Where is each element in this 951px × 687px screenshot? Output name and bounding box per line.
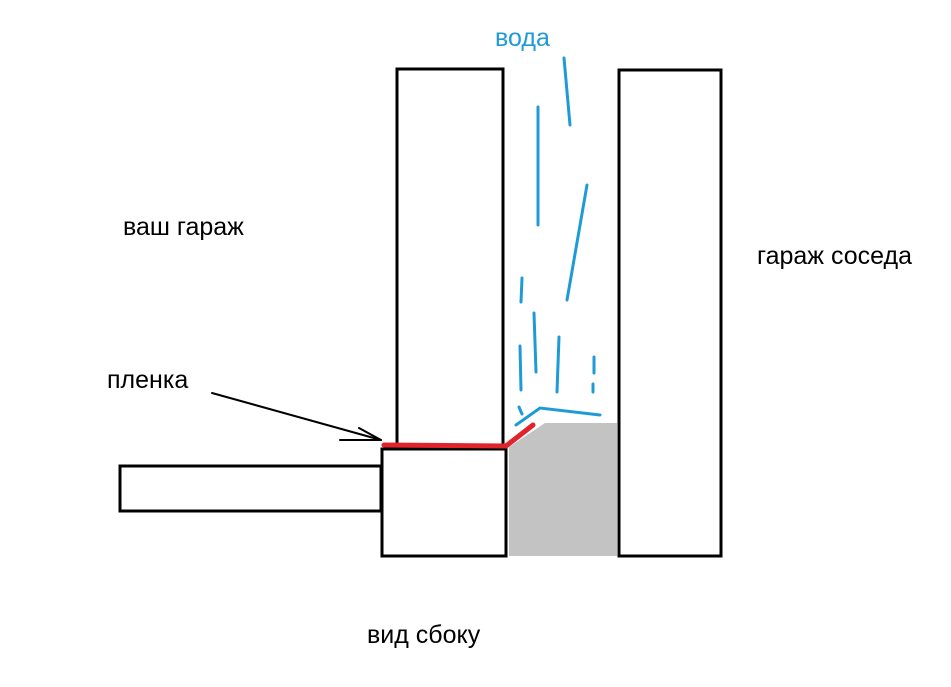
neighbor-garage-wall [617,68,723,558]
gap-fill [509,423,617,556]
film-arrow [211,392,382,441]
side-view-label: вид сбоку [367,621,481,649]
film-label: пленка [107,366,189,394]
water-label: вода [495,24,550,52]
film-line [381,422,536,449]
foundation-block [380,447,508,558]
your-garage-wall [395,67,505,448]
your-garage-label: ваш гараж [123,213,244,241]
floor-slab [118,464,383,513]
neighbor-garage-label: гараж соседа [757,242,912,270]
water-streaks [514,56,602,427]
